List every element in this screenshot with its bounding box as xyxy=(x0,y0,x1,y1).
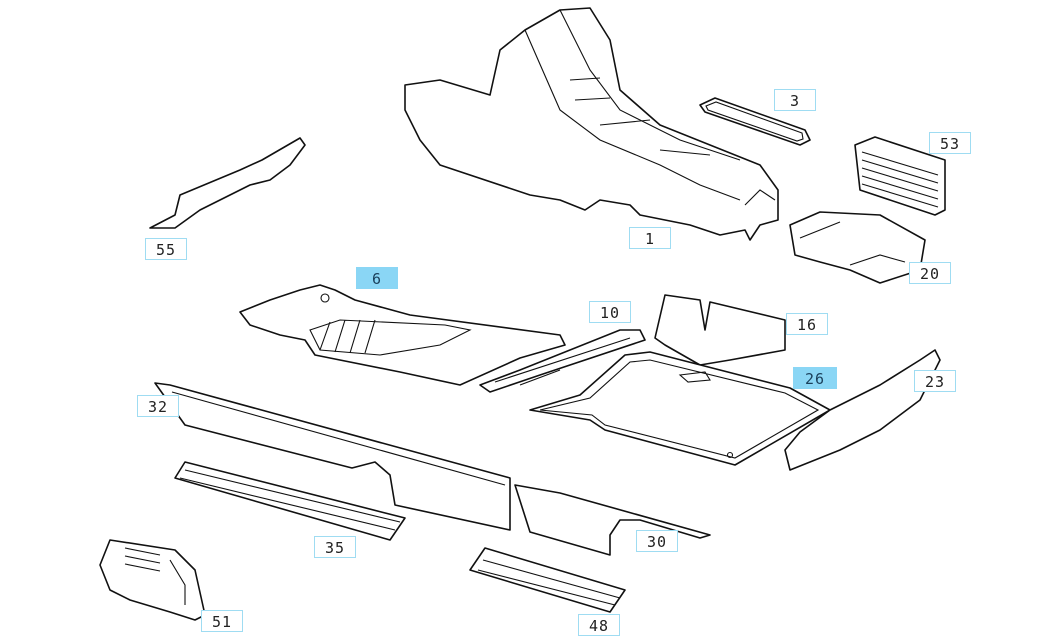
part-23-side-panel xyxy=(784,349,941,471)
part-20-tunnel-cover xyxy=(789,211,926,284)
callout-53[interactable]: 53 xyxy=(929,132,971,154)
part-10-rear-mat-strip xyxy=(479,329,646,393)
callout-35[interactable]: 35 xyxy=(314,536,356,558)
part-30-sill-panel xyxy=(514,484,711,556)
part-3-tray xyxy=(699,97,811,146)
part-55-trim-panel xyxy=(149,137,306,229)
callout-10[interactable]: 10 xyxy=(589,301,631,323)
callout-51[interactable]: 51 xyxy=(201,610,243,632)
callout-32[interactable]: 32 xyxy=(137,395,179,417)
callout-20[interactable]: 20 xyxy=(909,262,951,284)
callout-23[interactable]: 23 xyxy=(914,370,956,392)
part-51-kick-panel xyxy=(99,539,206,621)
callout-48[interactable]: 48 xyxy=(578,614,620,636)
callout-30[interactable]: 30 xyxy=(636,530,678,552)
callout-26-highlighted[interactable]: 26 xyxy=(793,367,837,389)
part-53-vent-grille xyxy=(854,136,946,216)
callout-1[interactable]: 1 xyxy=(629,227,671,249)
part-26-rear-mat xyxy=(529,351,831,466)
callout-3[interactable]: 3 xyxy=(774,89,816,111)
part-16-panel xyxy=(654,294,786,366)
part-48-sill-plate xyxy=(469,547,626,613)
callout-6-highlighted[interactable]: 6 xyxy=(356,267,398,289)
part-35-sill-plate xyxy=(174,461,406,541)
part-1-center-console xyxy=(404,7,779,241)
callout-55[interactable]: 55 xyxy=(145,238,187,260)
part-32-sill-panel xyxy=(154,382,511,531)
callout-16[interactable]: 16 xyxy=(786,313,828,335)
part-6-front-mat xyxy=(239,284,566,386)
